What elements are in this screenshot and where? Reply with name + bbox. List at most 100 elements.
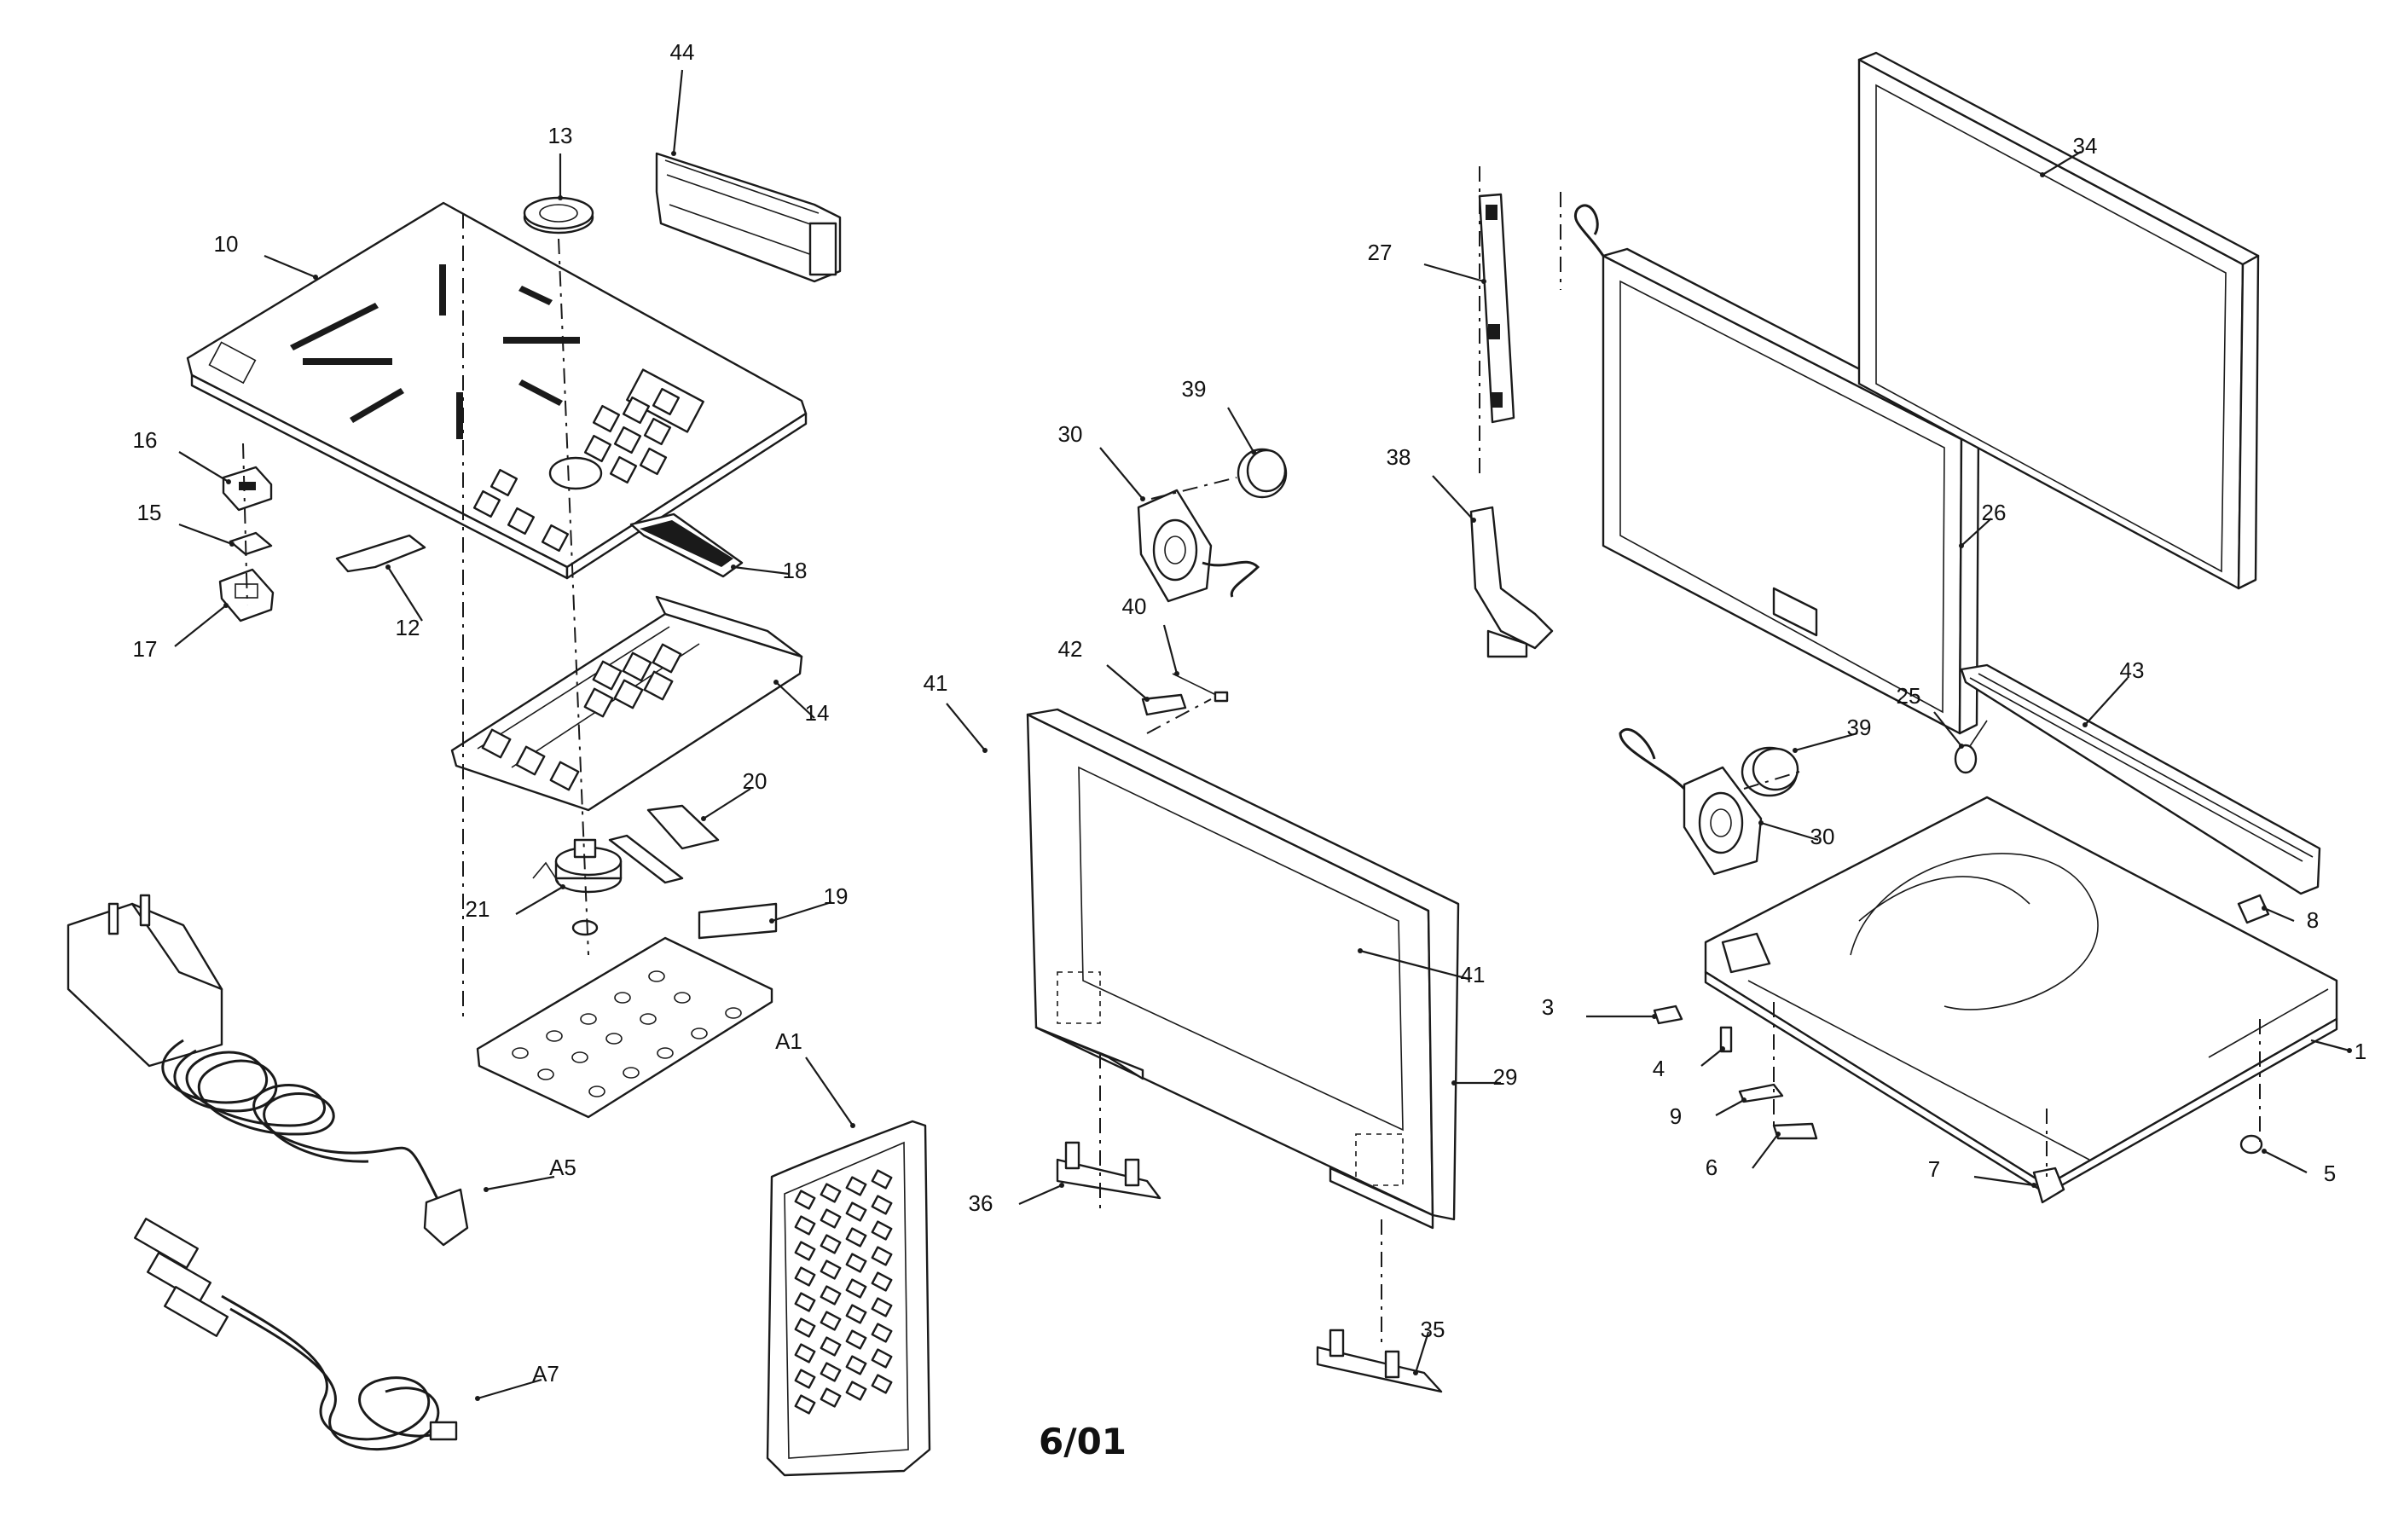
button-cutout (507, 507, 536, 536)
callout-20: 20 (743, 768, 768, 794)
board-hole (640, 1013, 657, 1025)
leader-line-26 (1961, 518, 1992, 547)
part-43-bar (1960, 663, 2321, 895)
part-27-bracket (1478, 193, 1515, 424)
callout-12: 12 (396, 615, 420, 640)
leader-arrow-A7 (475, 1396, 480, 1401)
part-A1-remote (766, 1120, 931, 1477)
callout-18: 18 (783, 558, 808, 583)
part-1-base-chassis (1704, 796, 2338, 1196)
part-30-speaker-upper (1137, 489, 1260, 603)
callout-26: 26 (1982, 500, 2007, 525)
callout-27: 27 (1368, 240, 1393, 265)
part-6 (1772, 1122, 1818, 1140)
part-16 (222, 466, 273, 512)
leader-line-25 (1933, 711, 1962, 747)
callout-A7: A7 (532, 1361, 559, 1387)
part-7 (2032, 1167, 2065, 1204)
frame-button-cutout (515, 745, 546, 776)
callout-A5: A5 (549, 1155, 576, 1180)
leader-line-36 (1018, 1184, 1063, 1206)
callout-7: 7 (1928, 1156, 1940, 1182)
part-30-speaker-lower (1619, 727, 1763, 876)
leader-arrow-34 (2040, 172, 2045, 177)
board-hole (674, 992, 691, 1004)
button-cutout (472, 489, 501, 518)
remote-key (820, 1362, 842, 1382)
frame-button-cutout (613, 679, 644, 709)
callout-5: 5 (2324, 1161, 2336, 1186)
leader-line-18 (733, 565, 790, 576)
part-4 (1719, 1026, 1733, 1053)
callout-4: 4 (1653, 1056, 1665, 1081)
part-21-motor (532, 838, 623, 936)
leader-arrow-9 (1741, 1097, 1747, 1103)
leader-line-19 (771, 900, 832, 923)
remote-key (820, 1259, 842, 1280)
remote-key (820, 1183, 842, 1203)
board-hole (580, 1013, 597, 1025)
leader-line-30a (1099, 447, 1144, 500)
part-34-back-frame (1857, 51, 2260, 590)
leader-arrow-41b (1358, 948, 1363, 953)
board-hole (512, 1047, 529, 1059)
callout-44: 44 (670, 39, 695, 65)
remote-key (871, 1348, 893, 1369)
remote-key (794, 1190, 816, 1210)
part-13-disc (523, 196, 594, 234)
frame-button-cutout (481, 728, 512, 759)
leader-line-12 (387, 566, 423, 622)
remote-key (794, 1292, 816, 1312)
leader-arrow-39b (1793, 748, 1798, 753)
leader-arrow-19 (769, 918, 774, 923)
leader-line-6 (1752, 1133, 1779, 1169)
leader-arrow-8 (2262, 906, 2267, 911)
part-44-bar (655, 152, 842, 283)
callout-17: 17 (133, 636, 158, 662)
part-18 (629, 512, 744, 578)
callout-10: 10 (214, 231, 239, 257)
part-25 (1954, 720, 1988, 774)
remote-key (845, 1278, 867, 1299)
callout-41b: 41 (1461, 962, 1486, 987)
remote-key (794, 1266, 816, 1287)
remote-key (794, 1369, 816, 1389)
remote-key (871, 1374, 893, 1394)
frame-button-cutout (583, 687, 614, 718)
callout-41a: 41 (924, 670, 948, 696)
frame-button-cutout (643, 670, 674, 701)
remote-key (820, 1234, 842, 1254)
part-38-hinge-bracket (1469, 506, 1554, 658)
leader-line-41a (946, 703, 986, 751)
remote-key (794, 1317, 816, 1338)
leader-arrow-A1 (850, 1123, 855, 1128)
leader-arrow-3 (1652, 1014, 1657, 1019)
board-hole (571, 1051, 588, 1063)
leader-line-39b (1794, 732, 1858, 752)
button-cutout (592, 404, 621, 433)
leader-line-43 (2084, 677, 2129, 726)
callout-40: 40 (1122, 593, 1147, 619)
leader-arrow-39a (1251, 449, 1256, 454)
leader-arrow-17 (223, 603, 229, 608)
button-cutout (639, 447, 668, 476)
board-hole (588, 1086, 605, 1097)
leader-line-17 (174, 605, 227, 647)
remote-key (845, 1176, 867, 1196)
leader-arrow-27 (1481, 279, 1486, 284)
button-cutout (609, 455, 638, 484)
leader-arrow-14 (773, 680, 779, 685)
board-hole (537, 1068, 554, 1080)
leader-arrow-15 (229, 541, 235, 547)
leader-line-15 (178, 523, 233, 546)
leader-line-5 (2263, 1150, 2308, 1173)
leader-line-21 (515, 886, 564, 915)
leader-arrow-41a (982, 748, 988, 753)
leader-line-4 (1700, 1048, 1723, 1067)
leader-arrow-42 (1144, 697, 1150, 702)
leader-arrow-18 (731, 564, 736, 570)
leader-arrow-38 (1471, 518, 1476, 523)
callout-34: 34 (2073, 133, 2098, 159)
leader-arrow-16 (226, 479, 231, 484)
